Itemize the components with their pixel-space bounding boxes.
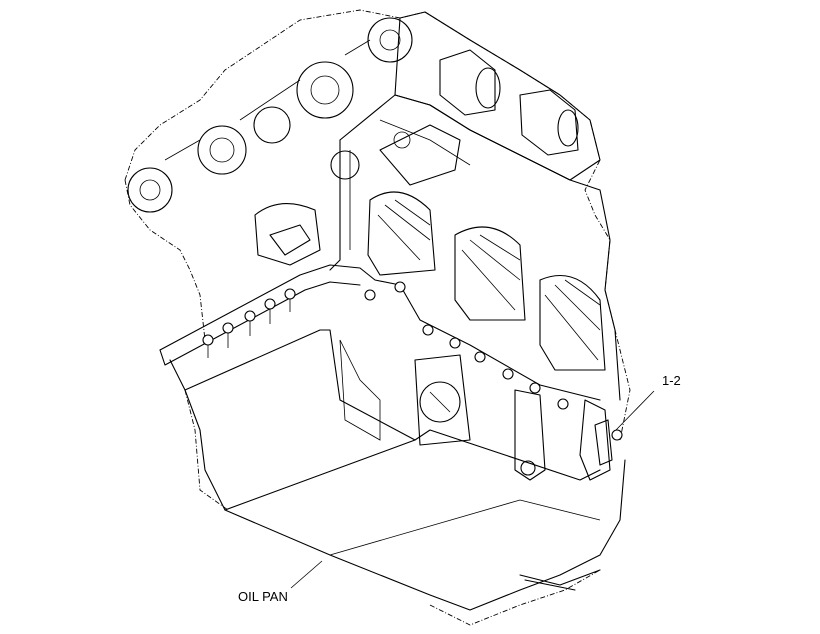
callout-oil-pan: OIL PAN xyxy=(238,560,323,604)
leader-line-part-ref xyxy=(615,390,655,431)
callout-label-part-ref: 1-2 xyxy=(662,373,681,388)
pan-bolts xyxy=(202,281,623,441)
leader-line-oil-pan xyxy=(290,560,323,589)
oil-pan xyxy=(169,329,626,626)
callout-part-ref: 1-2 xyxy=(615,373,681,431)
engine-block xyxy=(124,9,631,441)
callout-label-oil-pan: OIL PAN xyxy=(238,589,288,604)
